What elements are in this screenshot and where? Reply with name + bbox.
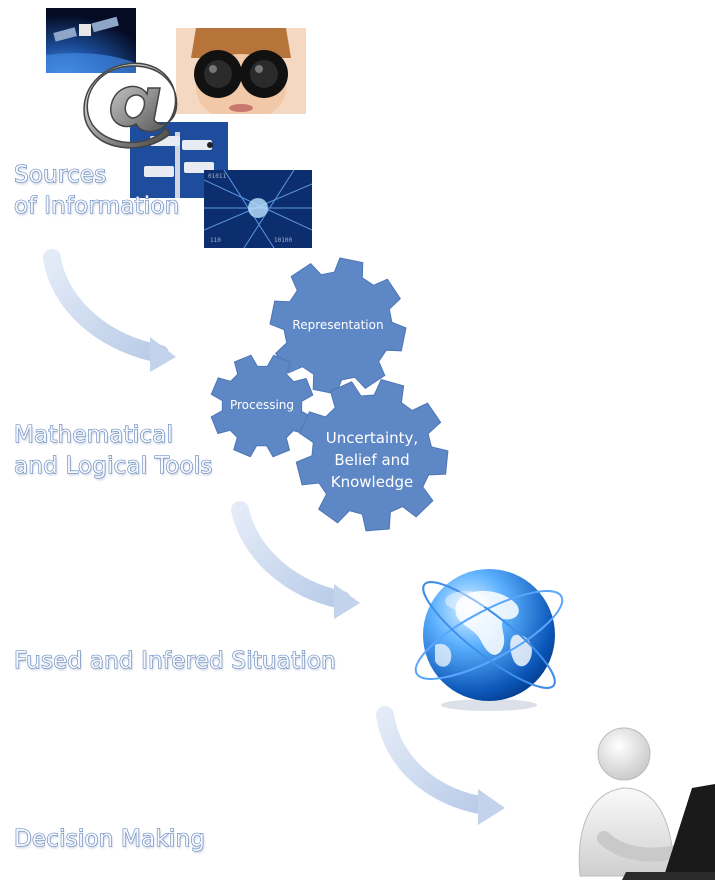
stage-situation-label: Fused and Infered Situation	[13, 647, 336, 674]
stage-sources-label: Sources of Information	[13, 161, 180, 219]
person-laptop-icon	[578, 727, 715, 880]
person-laptop-image	[566, 726, 715, 880]
arrow-situation-to-decision	[376, 706, 505, 825]
globe-image	[405, 565, 573, 713]
gear-uncertainty-line3: Knowledge	[330, 473, 414, 491]
binoculars-icon	[176, 28, 306, 114]
satellite-image	[46, 8, 136, 73]
cctv-camera-image	[130, 122, 228, 198]
globe-icon	[414, 569, 564, 711]
binoculars-image	[176, 28, 306, 114]
gear-processing-label: Processing	[229, 398, 295, 412]
gear-uncertainty-line2: Belief and	[334, 451, 410, 469]
satellite-icon	[46, 8, 136, 73]
arrow-tools-to-situation	[231, 501, 360, 619]
cctv-camera-icon	[130, 122, 228, 198]
svg-text:10100: 10100	[274, 237, 292, 244]
stage-tools-label: Mathematical and Logical Tools	[13, 421, 213, 479]
gear-uncertainty	[295, 379, 449, 532]
at-sign-image	[78, 58, 188, 154]
svg-text:110: 110	[210, 237, 221, 244]
gear-representation	[269, 257, 407, 395]
svg-text:01011: 01011	[208, 173, 226, 180]
gear-uncertainty-line1: Uncertainty,	[325, 429, 419, 447]
gear-processing	[210, 354, 314, 458]
at-sign-icon	[83, 62, 178, 149]
stage-decision-label: Decision Making	[13, 825, 206, 852]
digital-network-image: 01011 10100 110	[204, 170, 312, 248]
gear-uncertainty-label: Uncertainty, Belief and Knowledge	[305, 427, 439, 493]
gear-representation-label: Representation	[292, 318, 384, 332]
digital-network-icon: 01011 10100 110	[204, 170, 312, 248]
arrow-sources-to-tools	[43, 249, 176, 372]
